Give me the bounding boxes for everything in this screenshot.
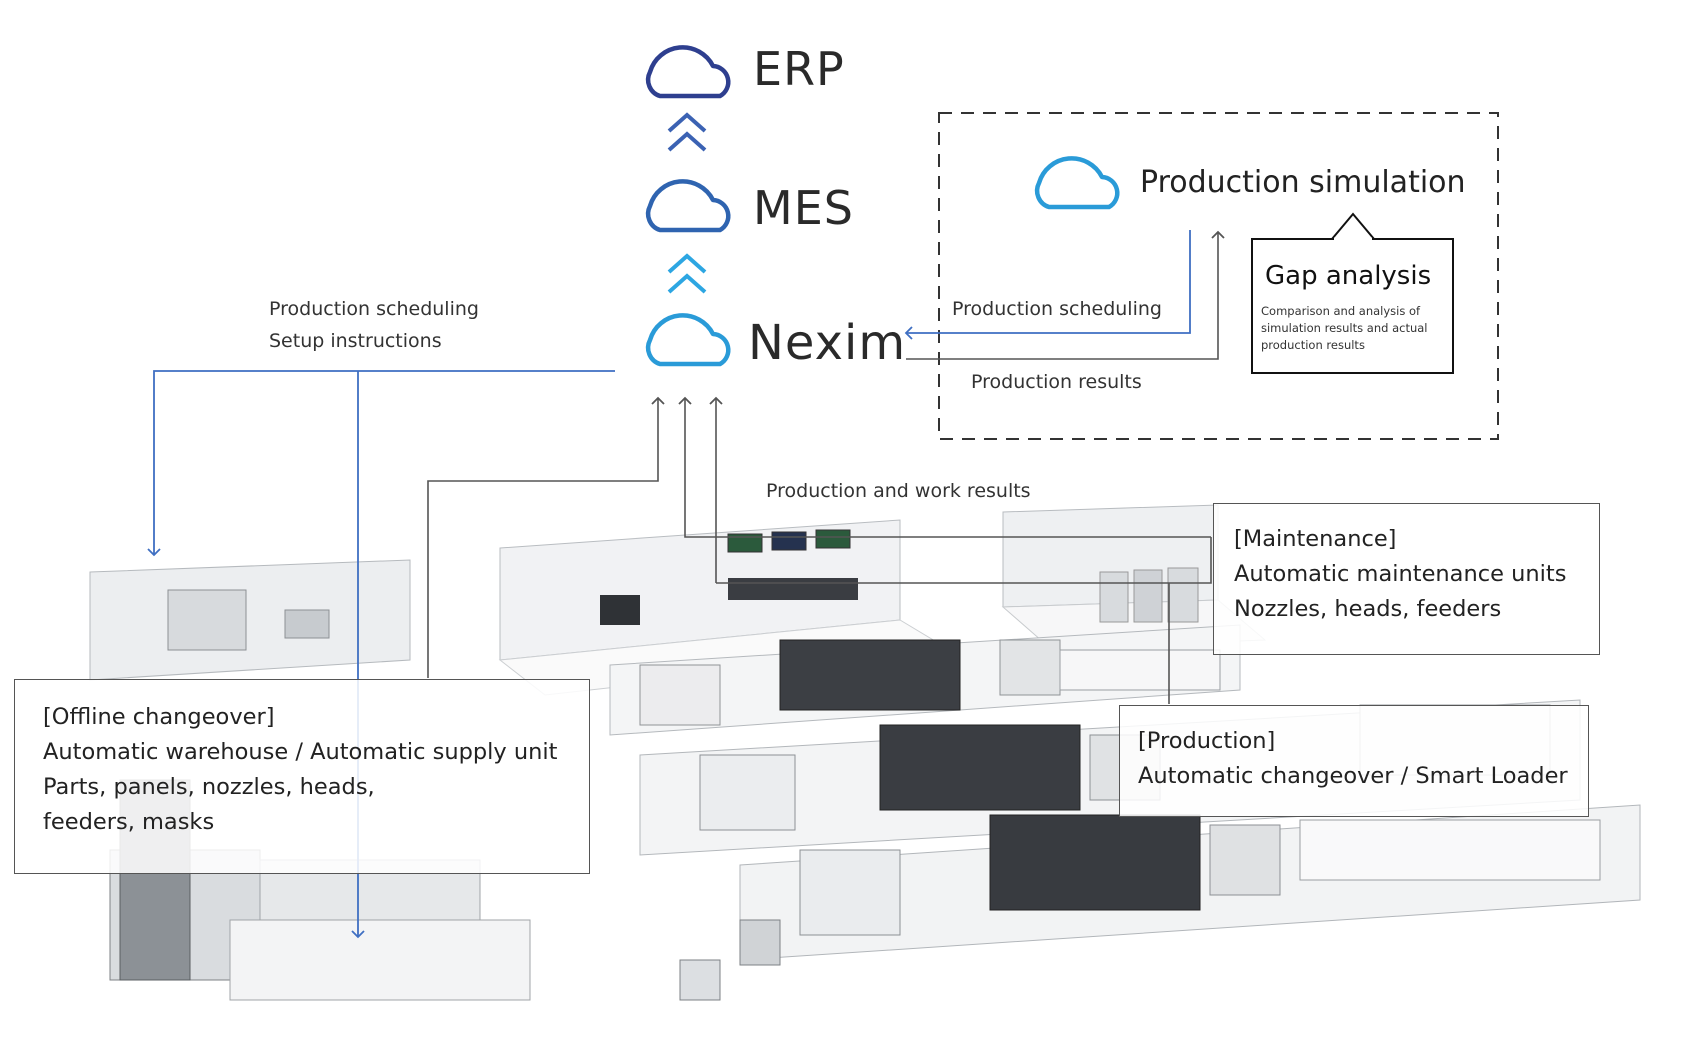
erp-label: ERP [753, 42, 845, 96]
gap-pointer [1329, 212, 1377, 240]
work-results-label: Production and work results [766, 480, 1031, 502]
production-callout: [Production] Automatic changeover / Smar… [1119, 705, 1589, 817]
production-results-arrow [906, 230, 1225, 360]
callout-line: Automatic maintenance units [1234, 561, 1567, 587]
callout-line: [Maintenance] [1234, 526, 1397, 552]
simulation-frame [938, 112, 1499, 440]
callout-line: Nozzles, heads, feeders [1234, 596, 1502, 622]
left-flow-label-1: Production scheduling [269, 298, 479, 320]
left-flow-label-2: Setup instructions [269, 330, 442, 352]
gap-analysis-description: Comparison and analysis of simulation re… [1261, 303, 1428, 354]
callout-line: [Production] [1138, 728, 1276, 754]
offline-area [89, 559, 531, 1001]
production-line-3 [679, 804, 1641, 1001]
nexim-label: Nexim [748, 315, 907, 371]
mes-cloud-icon [645, 179, 731, 233]
nexim-cloud-icon [645, 313, 731, 367]
gap-desc-line: simulation results and actual [1261, 321, 1428, 335]
erp-cloud-icon [645, 45, 731, 99]
callout-line: feeders, masks [43, 809, 215, 835]
callout-line: [Offline changeover] [43, 704, 275, 730]
production-line-1 [609, 624, 1241, 736]
simulation-title: Production simulation [1140, 165, 1466, 200]
production-results-label: Production results [971, 371, 1142, 393]
gap-desc-line: production results [1261, 338, 1365, 352]
simulation-cloud-icon [1034, 156, 1120, 210]
callout-line: Automatic changeover / Smart Loader [1138, 763, 1568, 789]
double-chevron-icon-upper [667, 112, 707, 152]
offline-callout: [Offline changeover] Automatic warehouse… [14, 679, 590, 874]
maintenance-callout: [Maintenance] Automatic maintenance unit… [1213, 503, 1600, 655]
simulation-scheduling-arrow [904, 230, 1191, 340]
mes-label: MES [753, 181, 854, 235]
simulation-scheduling-label: Production scheduling [952, 298, 1162, 320]
callout-line: Parts, panels, nozzles, heads, [43, 774, 375, 800]
double-chevron-icon-lower [667, 253, 707, 294]
gap-analysis-title: Gap analysis [1265, 261, 1432, 291]
work-results-flow [427, 396, 1212, 704]
callout-line: Automatic warehouse / Automatic supply u… [43, 739, 558, 765]
gap-desc-line: Comparison and analysis of [1261, 304, 1421, 318]
